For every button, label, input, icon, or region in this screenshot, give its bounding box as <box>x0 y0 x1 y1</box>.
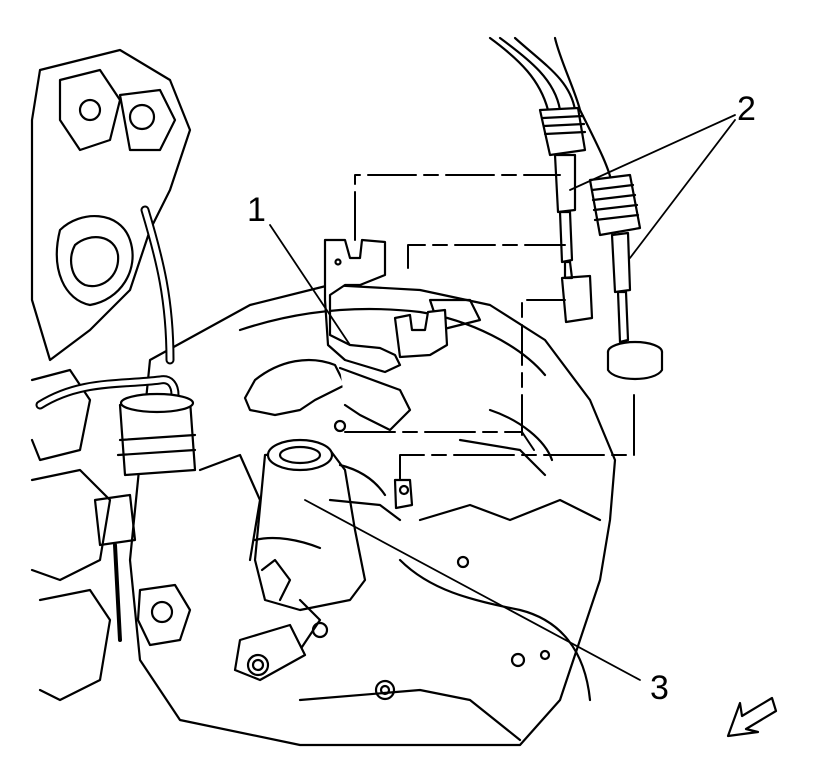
leader-lines <box>269 114 736 681</box>
alignment-lines <box>344 174 635 481</box>
engine-assembly <box>30 48 197 702</box>
callout-1-bracket: 1 <box>247 191 266 229</box>
callout-2-shift-cables: 2 <box>737 90 756 128</box>
cable-bracket <box>243 238 449 510</box>
forward-direction-arrow-icon <box>726 696 778 738</box>
shift-cable-upper <box>488 36 594 324</box>
callout-3-shift-lever: 3 <box>650 669 669 707</box>
shift-cable-lower <box>578 108 664 380</box>
shift-control-lever-assembly <box>233 438 402 682</box>
